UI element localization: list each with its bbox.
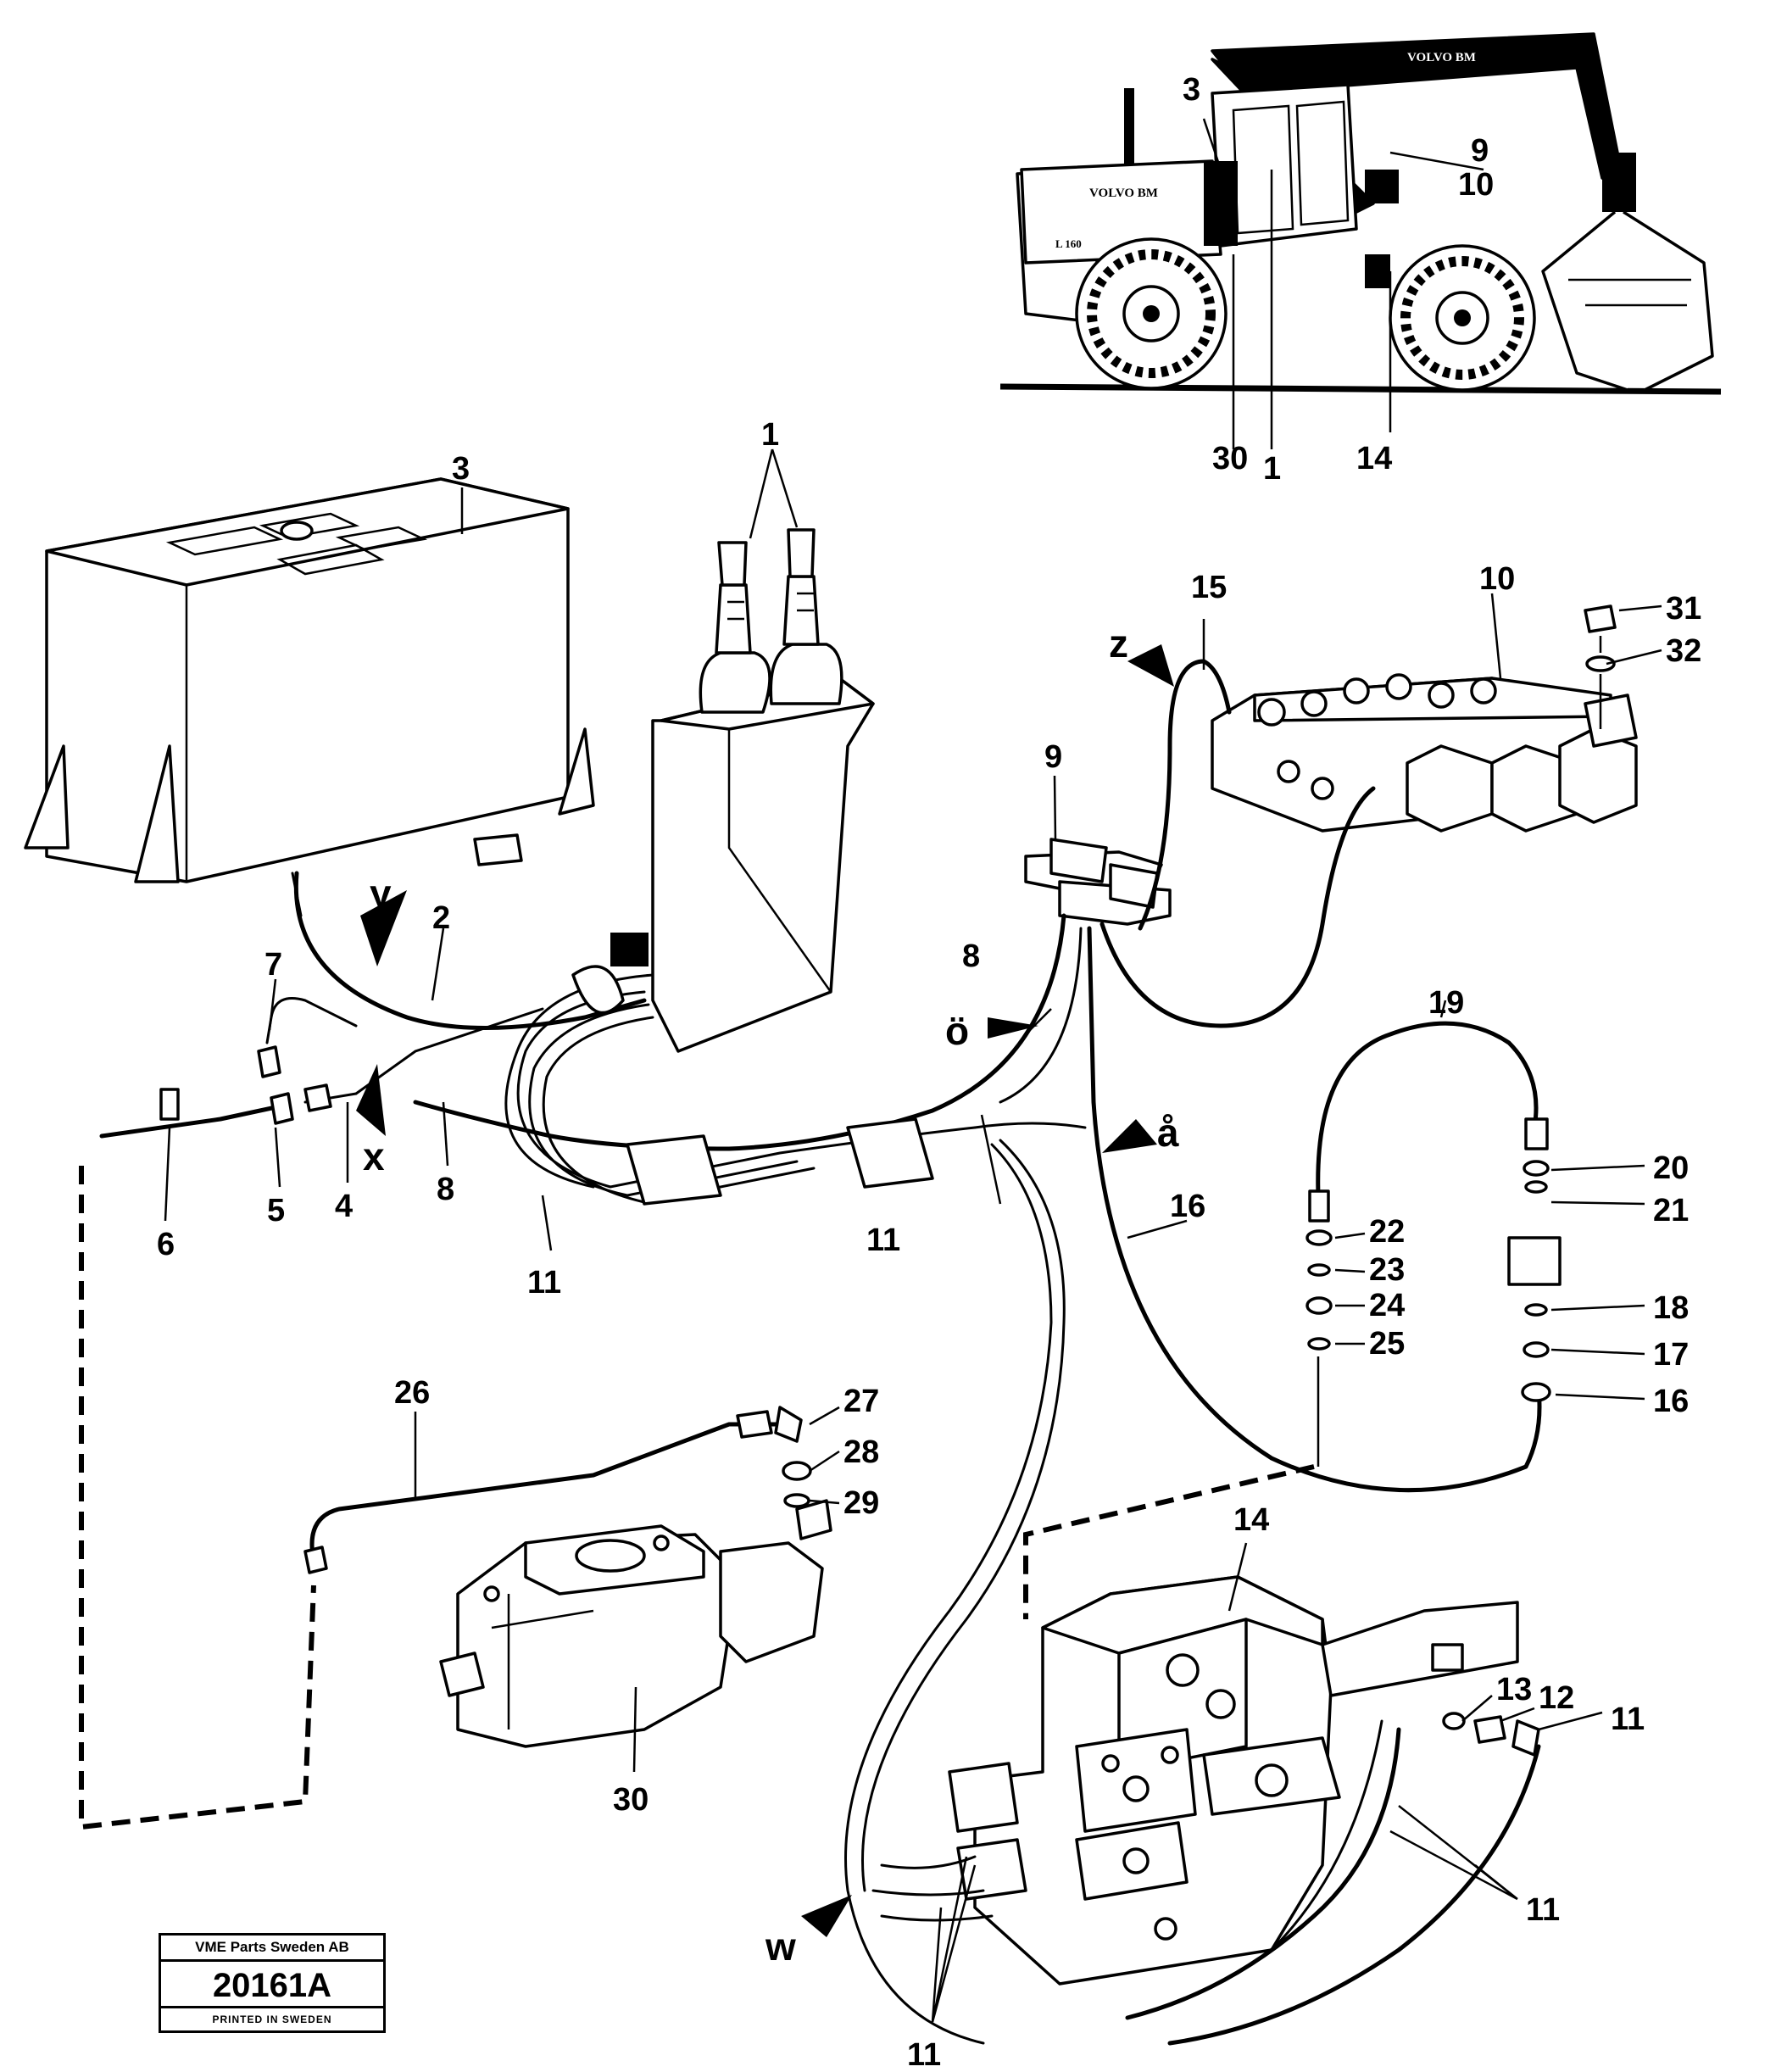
label-3: 3 [452,451,470,487]
direction-oe: ö [945,1009,969,1053]
label-11-center: 11 [866,1223,900,1258]
control-lever-console [610,528,875,1053]
label-6: 6 [157,1227,175,1262]
direction-aa: å [1157,1111,1179,1155]
valve-block-10 [1211,604,1638,833]
label-28: 28 [843,1434,879,1470]
hydraulic-tank [24,477,595,883]
label-5: 5 [267,1193,285,1228]
label-14: 14 [1233,1502,1269,1538]
direction-z: z [1109,621,1128,666]
part-number-labels: 1 1 2 3 3 4 5 6 7 8 8 9 9 10 10 11 11 11… [157,72,1701,2072]
label-21: 21 [1653,1193,1689,1228]
label-9: 9 [1044,739,1062,775]
direction-w: w [765,1924,796,1969]
label-8-left: 8 [437,1172,454,1207]
label-7: 7 [264,947,282,983]
label-29: 29 [843,1485,879,1521]
label-23: 23 [1369,1252,1405,1288]
model-label: L 160 [1055,237,1082,250]
body-brand: VOLVO BM [1089,187,1158,200]
label-4: 4 [335,1189,353,1224]
label-27: 27 [843,1384,879,1419]
label-31: 31 [1666,591,1701,627]
label-30-machine: 30 [1212,441,1248,476]
label-8-right: 8 [962,939,980,974]
direction-arrows [356,644,1174,1937]
label-11-bottom: 11 [907,2037,941,2072]
loader-machine-illustration: VOLVO BM VOLVO BM L 160 [999,32,1722,449]
fittings-group [1305,1117,1562,1757]
boom-brand: VOLVO BM [1407,51,1476,64]
label-15: 15 [1191,570,1227,605]
label-18: 18 [1653,1290,1689,1326]
label-16-line: 16 [1170,1189,1205,1224]
label-10-machine: 10 [1458,167,1494,203]
direction-y: y [370,872,392,916]
hoses-and-lines [79,659,1542,2046]
label-16-fitting: 16 [1653,1384,1689,1419]
label-19: 19 [1428,985,1464,1021]
solenoid-valve-9 [1024,838,1172,926]
label-24: 24 [1369,1288,1405,1323]
label-2: 2 [432,900,450,936]
leader-lines [164,448,1662,2023]
label-14-machine: 14 [1356,441,1392,476]
label-11-left: 11 [527,1265,561,1301]
label-25: 25 [1369,1326,1405,1362]
stamp-code: 20161A [161,1962,383,2008]
direction-x: x [363,1134,385,1178]
stamp-printed: PRINTED IN SWEDEN [212,2014,332,2025]
label-26: 26 [394,1375,430,1411]
label-11-fitting: 11 [1611,1702,1645,1737]
label-1-machine: 1 [1263,451,1281,487]
label-17: 17 [1653,1337,1689,1373]
label-3-machine: 3 [1183,72,1200,108]
label-30: 30 [613,1782,649,1818]
label-10: 10 [1479,561,1515,597]
label-9-machine: 9 [1471,133,1489,169]
parts-stamp: VME Parts Sweden AB 20161A PRINTED IN SW… [159,1933,386,2033]
hydraulic-pump-30 [439,1499,832,1748]
label-13: 13 [1496,1672,1532,1707]
label-12: 12 [1539,1680,1574,1716]
label-32: 32 [1666,633,1701,669]
label-20: 20 [1653,1150,1689,1186]
label-11-right: 11 [1526,1892,1560,1928]
stamp-company: VME Parts Sweden AB [161,1936,383,1962]
label-1: 1 [761,417,779,453]
label-22: 22 [1369,1214,1405,1250]
main-valve-block-14 [948,1575,1519,1986]
